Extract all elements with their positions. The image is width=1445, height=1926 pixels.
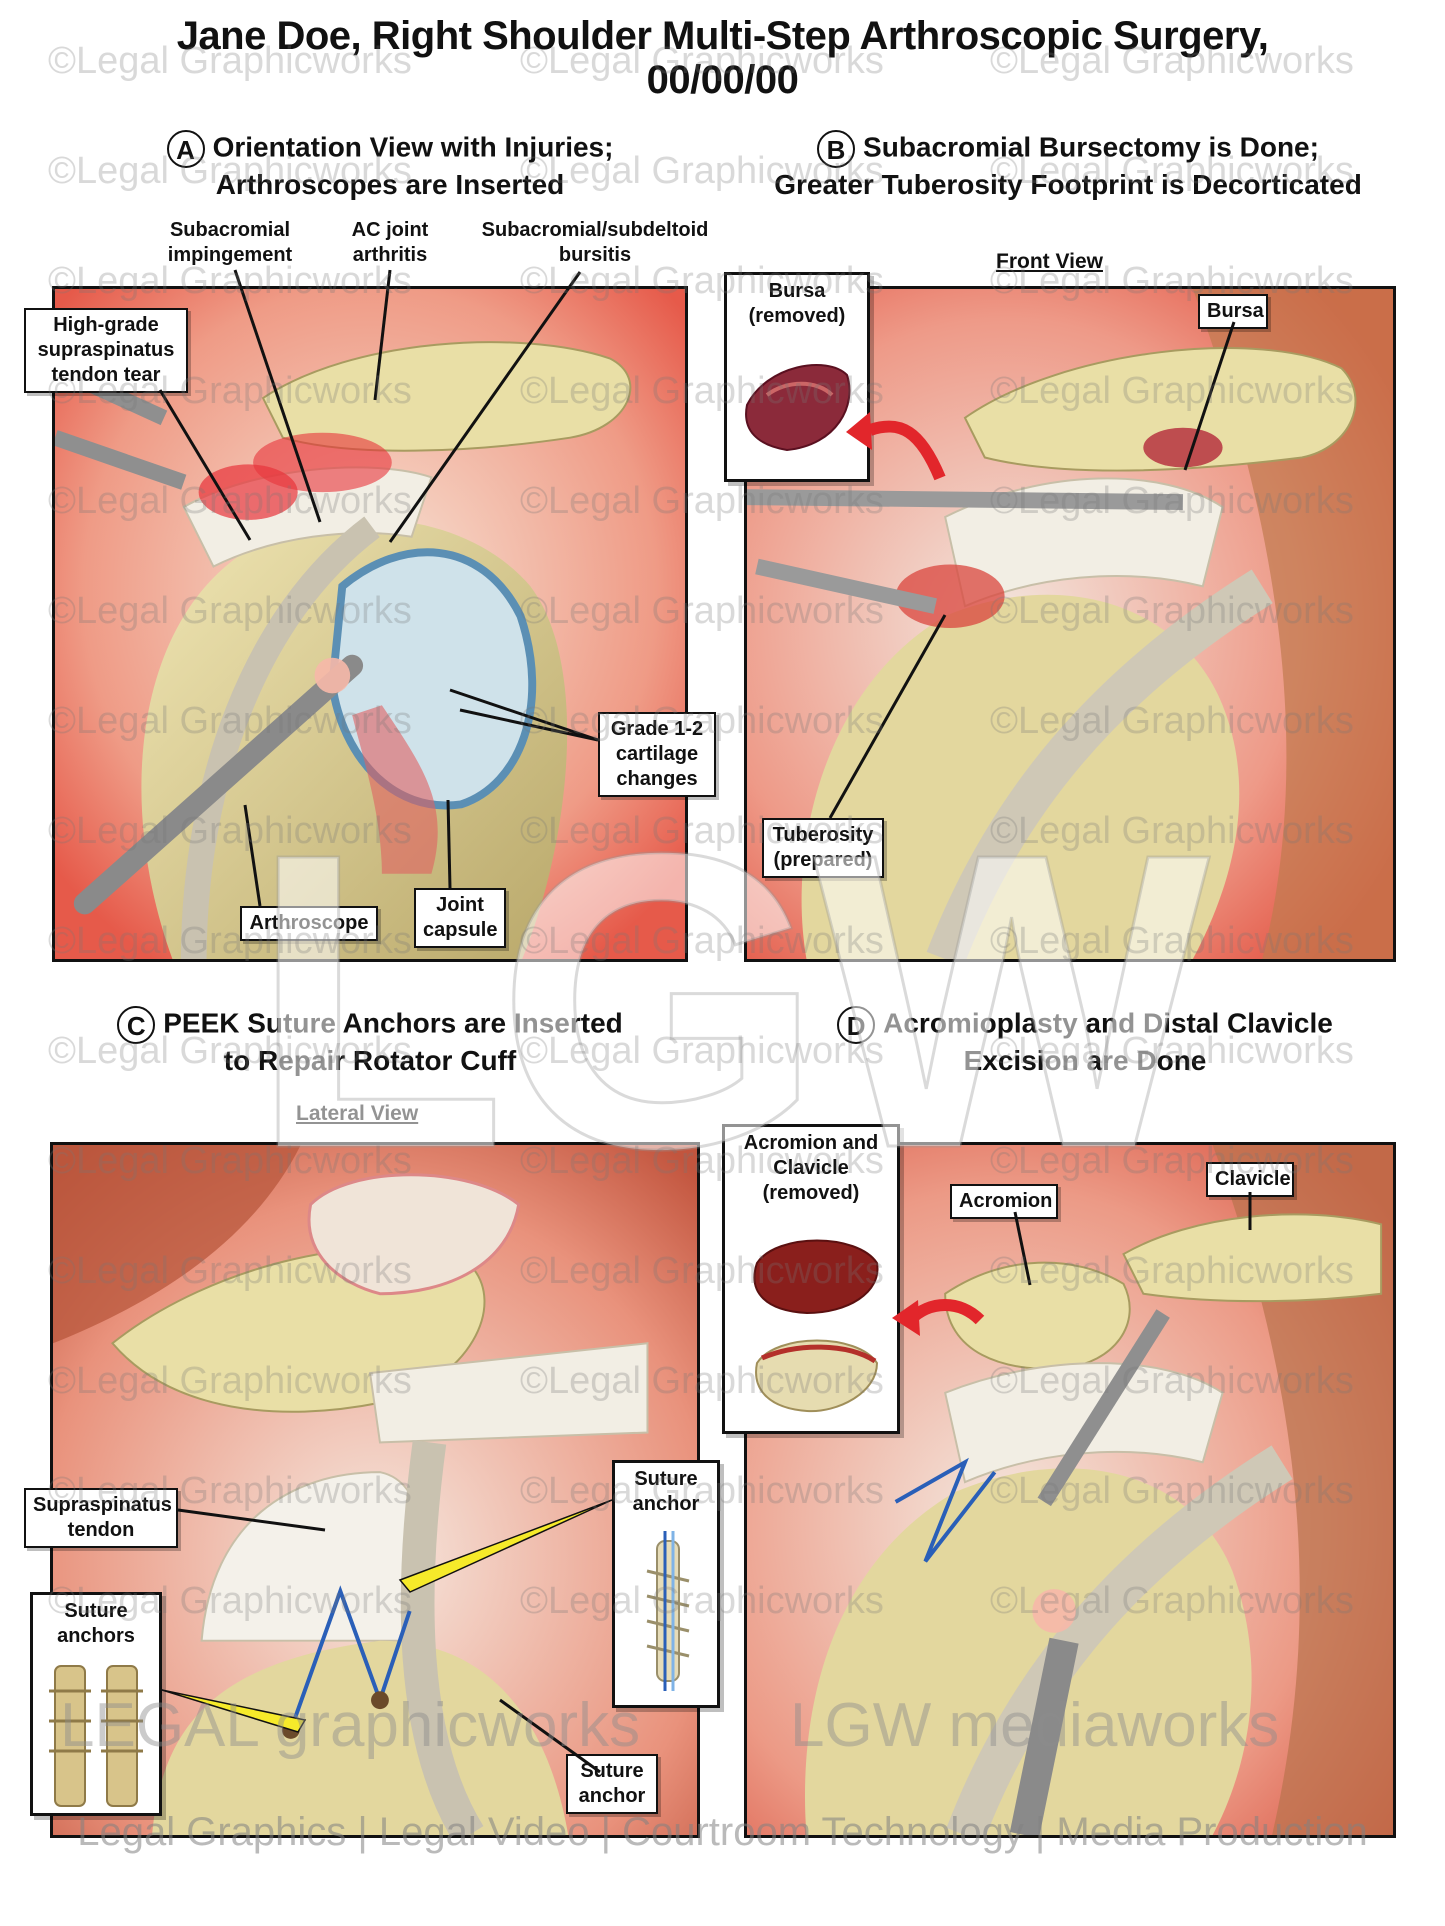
panel-a-heading-line1: Orientation View with Injuries; <box>212 131 614 163</box>
inset-suture-anchor: Suture anchor <box>612 1460 720 1708</box>
tuberosity-footprint <box>895 564 1005 628</box>
rotator-cuff-b <box>944 477 1224 608</box>
joint-capsule-shape <box>352 705 438 874</box>
biceps-tendon-b <box>926 569 1273 959</box>
page-title: Jane Doe, Right Shoulder Multi-Step Arth… <box>0 14 1445 102</box>
panel-c-letter: C <box>117 1006 156 1044</box>
portal-entry <box>314 657 351 694</box>
inset-suture-anchors: Suture anchors <box>30 1592 162 1816</box>
panel-a-heading-line2: Arthroscopes are Inserted <box>215 169 565 200</box>
burr-d <box>1037 1309 1170 1507</box>
deltoid-c <box>53 1145 301 1344</box>
panel-c-heading-line1: PEEK Suture Anchors are Inserted <box>163 1007 623 1039</box>
inset-acromion-clavicle-removed: Acromion and Clavicle (removed) <box>722 1124 900 1434</box>
clavicle-ligaments <box>307 1173 521 1296</box>
panel-d-letter: D <box>837 1006 876 1044</box>
inset-bursa-removed: Bursa (removed) <box>724 272 870 482</box>
panel-a-letter: A <box>166 130 205 168</box>
panel-c-heading-line2: to Repair Rotator Cuff <box>223 1045 517 1076</box>
callout-bursa: Bursa <box>1198 294 1268 329</box>
inset-suture-anchor-caption: Suture anchor <box>632 1468 700 1515</box>
callout-suture-anchor-bottom: Suture anchor <box>566 1754 658 1814</box>
deltoid-muscle <box>1192 289 1393 959</box>
clavicle-d <box>1122 1213 1383 1303</box>
ligament-c <box>368 1342 649 1444</box>
callout-clavicle: Clavicle <box>1206 1162 1294 1197</box>
panel-b-view-label: Front View <box>996 250 1103 273</box>
callout-tuberosity: Tuberosity (prepared) <box>762 818 884 878</box>
arthroscope-main <box>73 654 364 915</box>
panel-b-anatomy <box>747 289 1393 959</box>
label-bursitis: Subacromial/subdeltoid bursitis <box>481 219 709 266</box>
inset-suture-anchors-caption: Suture anchors <box>57 1600 135 1647</box>
bursa-shape <box>1143 427 1223 468</box>
title-line-1: Jane Doe, Right Shoulder Multi-Step Arth… <box>176 14 1269 58</box>
callout-cartilage: Grade 1-2 cartilage changes <box>598 712 716 797</box>
panel-d-illustration <box>744 1142 1396 1838</box>
biceps-tendon-d <box>946 1445 1293 1835</box>
acromion-b <box>963 347 1357 472</box>
shaver-instrument <box>747 489 1184 511</box>
anchor-hole-1 <box>281 1720 300 1739</box>
biceps-tendon <box>180 516 380 959</box>
portal-entry-d <box>1032 1589 1076 1633</box>
removed-bone-image <box>753 1239 879 1413</box>
anchor-hole-2 <box>371 1691 389 1710</box>
deltoid-d <box>1212 1145 1393 1835</box>
panel-d-heading-line2: Excision are Done <box>963 1045 1207 1076</box>
suture-anchors-image <box>49 1665 143 1807</box>
label-ac-joint-arthritis: AC joint arthritis <box>351 219 429 266</box>
bursa-tissue-image <box>745 364 851 452</box>
panel-b-heading-line2: Greater Tuberosity Footprint is Decortic… <box>774 169 1362 200</box>
rotator-cuff-d <box>944 1362 1224 1484</box>
burr-instrument <box>755 558 937 614</box>
inset-removed-caption: Acromion and Clavicle (removed) <box>743 1132 879 1204</box>
panel-b-letter: B <box>817 130 856 168</box>
callout-supraspinatus: Supraspinatus tendon <box>24 1488 178 1548</box>
callout-arthroscope: Arthroscope <box>240 906 378 941</box>
panel-d-heading-line1: Acromioplasty and Distal Clavicle <box>883 1007 1333 1039</box>
callout-joint-capsule: Joint capsule <box>414 888 506 948</box>
suture-lines-d <box>894 1457 997 1563</box>
callout-tendon-tear: High-grade supraspinatus tendon tear <box>24 308 188 393</box>
inset-bursa-caption: Bursa (removed) <box>748 280 846 327</box>
title-line-2: 00/00/00 <box>646 58 799 102</box>
label-subacromial-impingement: Subacromial impingement <box>167 219 293 266</box>
bursitis-area <box>253 432 392 493</box>
panel-b-heading-line1: Subacromial Bursectomy is Done; <box>863 131 1319 163</box>
panel-c-view-label: Lateral View <box>296 1102 419 1125</box>
arthroscope-d <box>1009 1637 1079 1835</box>
suture-anchor-image <box>646 1531 690 1691</box>
callout-acromion: Acromion <box>950 1184 1058 1219</box>
